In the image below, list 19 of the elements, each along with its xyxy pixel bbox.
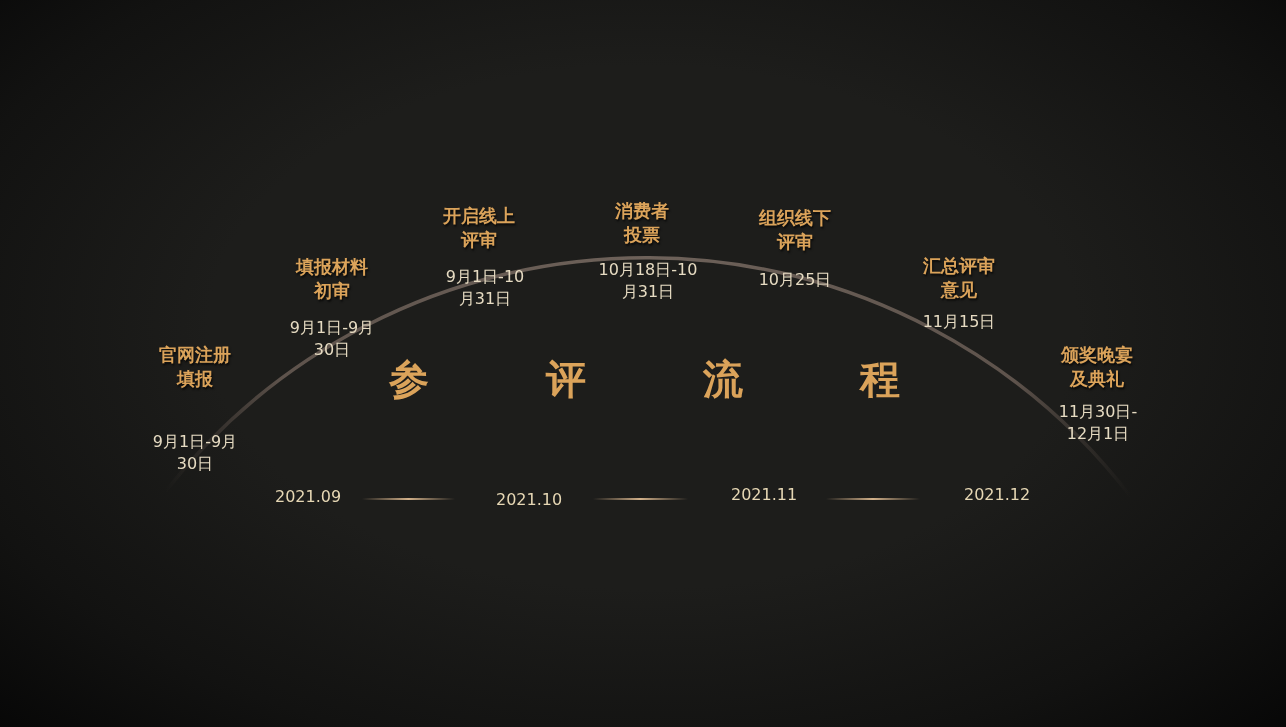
step-title: 消费者投票 (614, 199, 670, 247)
step-date: 9月1日-10月31日 (444, 266, 526, 310)
month-label: 2021.12 (964, 484, 1031, 506)
step-title: 填报材料初审 (294, 255, 369, 303)
step-date: 11月30日-12月1日 (1057, 401, 1139, 445)
step-title: 汇总评审意见 (922, 254, 996, 302)
step-title: 开启线上评审 (442, 204, 516, 252)
step-title: 颁奖晚宴及典礼 (1060, 343, 1134, 391)
step-title: 官网注册填报 (158, 343, 232, 391)
step-date: 11月15日 (921, 311, 997, 333)
step-date: 10月18日-10月31日 (597, 259, 699, 303)
diagram-title: 参评流程 (389, 355, 900, 404)
step-title: 组织线下评审 (757, 206, 832, 254)
month-label: 2021.09 (275, 486, 342, 508)
step-date: 9月1日-9月30日 (151, 431, 239, 475)
month-label: 2021.11 (731, 484, 798, 506)
month-label: 2021.10 (496, 489, 563, 511)
step-date: 10月25日 (757, 269, 833, 291)
step-date: 9月1日-9月30日 (288, 317, 376, 361)
